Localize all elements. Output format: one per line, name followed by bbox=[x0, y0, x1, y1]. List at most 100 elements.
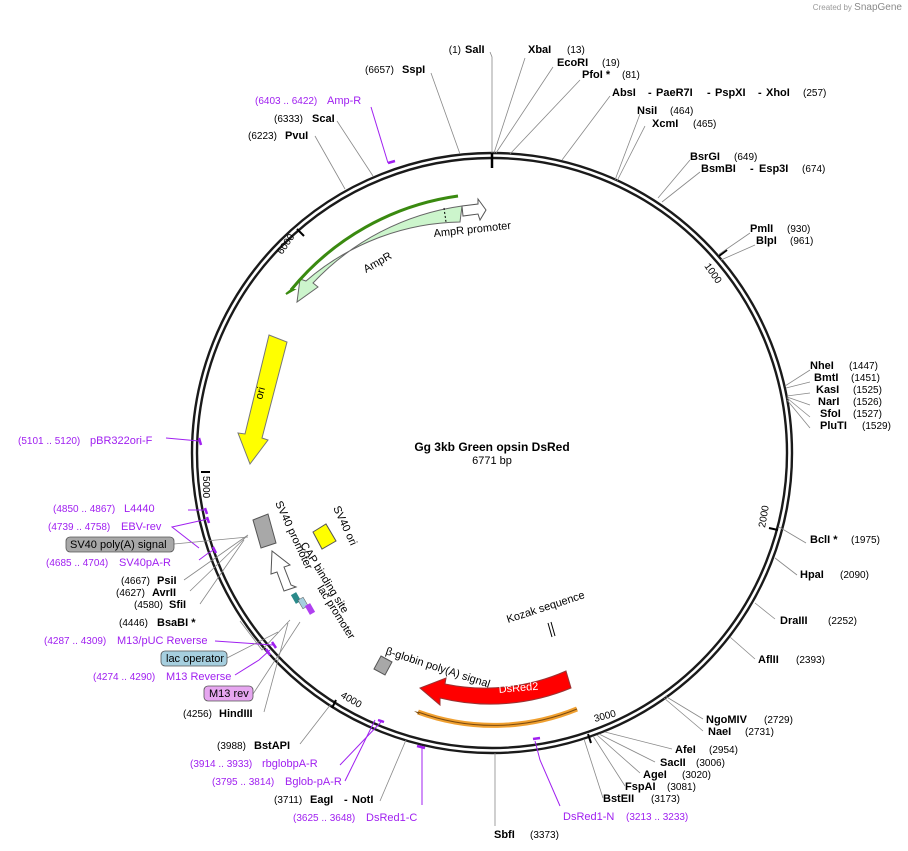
m13rev-label: M13 rev bbox=[209, 688, 249, 700]
enz-nhei: NheI bbox=[810, 360, 834, 372]
enz-eagi: EagI bbox=[310, 794, 333, 806]
enz-absi-sep1: - bbox=[648, 87, 652, 99]
enz-nari: NarI bbox=[818, 396, 839, 408]
lac-operator-label: lac operator bbox=[166, 653, 224, 665]
primer-m13rev: M13 Reverse bbox=[166, 671, 231, 683]
dsred-primer-line bbox=[417, 708, 578, 726]
enz-blpi-pos: (961) bbox=[790, 236, 813, 247]
enz-bcli: BclI * bbox=[810, 534, 838, 546]
enz-hindiii-pos: (4256) bbox=[183, 709, 212, 720]
ampr-label: AmpR bbox=[362, 250, 395, 276]
enz-sali-pos: (1) bbox=[449, 45, 461, 56]
primer-leaders bbox=[165, 106, 561, 807]
enz-bsrgi-pos: (649) bbox=[734, 152, 757, 163]
enz-sfii-pos: (4580) bbox=[134, 600, 163, 611]
kozak-mark-2 bbox=[550, 621, 556, 637]
watermark-prefix: Created by bbox=[812, 3, 852, 12]
enz-bmti: BmtI bbox=[814, 372, 838, 384]
bglobin-block bbox=[373, 655, 393, 676]
primer-ampr: Amp-R bbox=[327, 95, 361, 107]
tick-4000-mark bbox=[331, 699, 337, 709]
watermark-brand: SnapGene bbox=[854, 2, 902, 13]
primer-dsred1c-range: (3625 .. 3648) bbox=[293, 813, 355, 824]
enz-nsii-pos: (464) bbox=[670, 106, 693, 117]
sv40-polya-block bbox=[252, 513, 277, 549]
primer-pbr322: pBR322ori-F bbox=[90, 435, 153, 447]
enz-sfoi-pos: (1527) bbox=[853, 409, 882, 420]
enz-scai-pos: (6333) bbox=[274, 114, 303, 125]
ampr-arrow bbox=[296, 205, 463, 304]
enz-afei-pos: (2954) bbox=[709, 745, 738, 756]
enz-afei: AfeI bbox=[675, 744, 696, 756]
enz-draiii: DraIII bbox=[780, 615, 808, 627]
enz-sspi: SspI bbox=[402, 64, 425, 76]
enz-nhei-pos: (1447) bbox=[849, 361, 878, 372]
enzyme-leaders bbox=[183, 51, 811, 826]
enz-noti: NotI bbox=[352, 794, 373, 806]
enz-sacii-pos: (3006) bbox=[696, 758, 725, 769]
plasmid-length: 6771 bp bbox=[472, 455, 512, 467]
enz-nari-pos: (1526) bbox=[853, 397, 882, 408]
enz-xhoi: XhoI bbox=[766, 87, 790, 99]
ampr-promoter-arrow bbox=[461, 197, 487, 222]
ori-arrow bbox=[237, 334, 288, 466]
kozak-label: Kozak sequence bbox=[505, 589, 586, 626]
ampr-primer-arrowhead bbox=[285, 289, 297, 295]
primer-sv40par: SV40pA-R bbox=[119, 557, 171, 569]
enz-blpi: BlpI bbox=[756, 235, 777, 247]
enzyme-labels: (1) SalI XbaI (13) EcoRI (19) PfoI * (81… bbox=[116, 44, 891, 841]
primer-dsred1n-range: (3213 .. 3233) bbox=[626, 812, 688, 823]
enz-agei: AgeI bbox=[643, 769, 667, 781]
ampr-primer-line bbox=[289, 194, 459, 291]
enz-bsteii: BstEII bbox=[603, 793, 634, 805]
enz-aflii: AflII bbox=[758, 654, 779, 666]
enz-bsabi-pos: (4446) bbox=[119, 618, 148, 629]
primer-m13rev-range: (4274 .. 4290) bbox=[93, 672, 155, 683]
enz-bsmbi-pos: (674) bbox=[802, 164, 825, 175]
tick-3000-mark bbox=[587, 733, 592, 744]
enz-paer7i: PaeR7I bbox=[656, 87, 693, 99]
enz-ngomiv: NgoMIV bbox=[706, 714, 748, 726]
lac-operator-box bbox=[160, 650, 228, 667]
primer-dsred1c: DsRed1-C bbox=[366, 812, 417, 824]
enz-pspxi: PspXI bbox=[715, 87, 746, 99]
enz-sbfi: SbfI bbox=[494, 829, 515, 841]
dsred2-arrow bbox=[419, 670, 572, 707]
primer-ebvrev: EBV-rev bbox=[121, 521, 162, 533]
enz-sbfi-pos: (3373) bbox=[530, 830, 559, 841]
m13rev-box bbox=[203, 685, 254, 702]
primer-rbglob-range: (3914 .. 3933) bbox=[190, 759, 252, 770]
enz-kasi-pos: (1525) bbox=[853, 385, 882, 396]
primer-pbr322-range: (5101 .. 5120) bbox=[18, 436, 80, 447]
enz-ecori: EcoRI bbox=[557, 57, 588, 69]
primer-labels: (6403 .. 6422) Amp-R (5101 .. 5120) pBR3… bbox=[18, 95, 688, 824]
kozak-mark-1 bbox=[547, 622, 553, 638]
enz-bstapi: BstAPI bbox=[254, 740, 290, 752]
enz-pluti: PluTI bbox=[820, 420, 847, 432]
enz-xbai: XbaI bbox=[528, 44, 551, 56]
m13-block bbox=[304, 603, 316, 615]
enz-sali: SalI bbox=[465, 44, 485, 56]
enz-bmti-pos: (1451) bbox=[851, 373, 880, 384]
enz-eagi-pos: (3711) bbox=[274, 795, 302, 806]
tick-1000-mark bbox=[718, 249, 728, 257]
enz-pvui: PvuI bbox=[285, 130, 308, 142]
sv40-promoter-arrow bbox=[270, 550, 298, 592]
enz-absi-sep3: - bbox=[758, 87, 762, 99]
enz-sacii: SacII bbox=[660, 757, 686, 769]
tick-2000: 2000 bbox=[757, 504, 772, 528]
enz-bsteii-pos: (3173) bbox=[651, 794, 680, 805]
enz-pfoi: PfoI * bbox=[582, 69, 611, 81]
enz-pfoi-pos: (81) bbox=[622, 70, 640, 81]
snapgene-watermark: Created by SnapGene bbox=[813, 2, 902, 13]
boxed-labels: SV40 poly(A) signal lac operator M13 rev bbox=[65, 536, 301, 702]
enz-absi-pos: (257) bbox=[803, 88, 826, 99]
primer-bglob-range: (3795 .. 3814) bbox=[212, 777, 274, 788]
enz-naei: NaeI bbox=[708, 726, 731, 738]
sv40-polya-box bbox=[65, 536, 175, 553]
enz-xcmi-pos: (465) bbox=[693, 119, 716, 130]
enz-psii-pos: (4667) bbox=[121, 576, 150, 587]
tick-5000: 5000 bbox=[200, 476, 211, 499]
scale-ticks bbox=[201, 228, 779, 744]
